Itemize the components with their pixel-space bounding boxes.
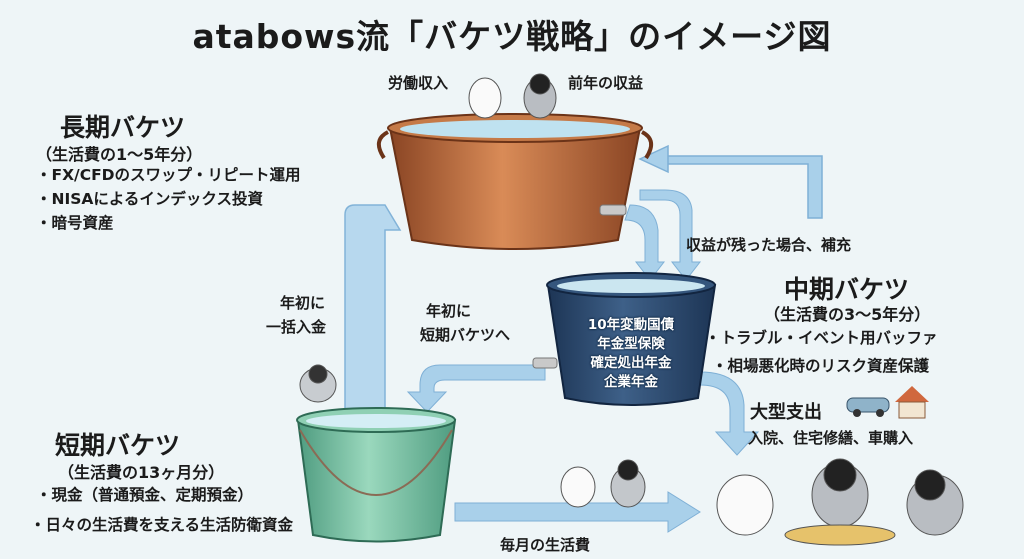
short-bucket-item: ・日々の生活費を支える生活防衛資金 xyxy=(30,516,294,534)
refill-arrow xyxy=(638,144,823,219)
long-bucket-item: ・NISAによるインデックス投資 xyxy=(36,190,263,208)
monthly-expense-label: 毎月の生活費 xyxy=(500,536,591,554)
short-bucket-heading: 短期バケツ xyxy=(55,431,181,460)
label-labor-income: 労働収入 xyxy=(388,74,449,92)
lump-sum-label: 年初に xyxy=(280,294,326,312)
lump-sum-label: 一括入金 xyxy=(266,318,327,336)
long-bucket-heading: 長期バケツ xyxy=(60,113,186,142)
mid-bucket-content: 年金型保険 xyxy=(597,336,665,352)
mid-bucket-item: ・相場悪化時のリスク資産保護 xyxy=(712,357,930,375)
faucet-icon xyxy=(599,204,627,216)
to-short-arrow xyxy=(406,364,546,413)
mid-bucket-item: ・トラブル・イベント用バッファ xyxy=(705,329,938,347)
bird-illustrations xyxy=(299,73,964,546)
copper-to-mid-stream xyxy=(624,204,666,281)
long-term-bucket xyxy=(376,113,654,250)
faucet-icon xyxy=(532,357,558,369)
refill-label: 収益が残った場合、補充 xyxy=(686,236,852,254)
mid-bucket-content: 10年変動国債 xyxy=(587,317,675,333)
long-bucket-subtitle: （生活費の1〜5年分） xyxy=(36,145,203,164)
label-prior-year-earnings: 前年の収益 xyxy=(568,74,644,92)
monthly-arrow xyxy=(454,491,701,533)
long-bucket-item: ・暗号資産 xyxy=(36,214,114,232)
mid-bucket-content: 確定処出年金 xyxy=(590,355,672,371)
long-bucket-item: ・FX/CFDのスワップ・リピート運用 xyxy=(36,166,301,184)
big-expense-heading: 大型支出 xyxy=(750,402,822,423)
mid-term-bucket xyxy=(532,272,717,406)
copper-to-mid-stream-2 xyxy=(639,189,702,281)
page-title: atabows流「バケツ戦略」のイメージ図 xyxy=(192,17,832,56)
house-icon xyxy=(895,386,929,419)
big-expense-arrow xyxy=(699,371,760,456)
to-short-label: 短期バケツへ xyxy=(420,326,511,344)
car-icon xyxy=(846,397,890,417)
mid-bucket-content: 企業年金 xyxy=(604,374,658,390)
big-expense-items: 入院、住宅修繕、車購入 xyxy=(748,429,914,447)
short-term-bucket xyxy=(296,407,457,543)
to-short-label: 年初に xyxy=(426,302,472,320)
short-bucket-subtitle: （生活費の13ヶ月分） xyxy=(58,463,225,482)
mid-bucket-subtitle: （生活費の3〜5年分） xyxy=(764,305,931,324)
mid-bucket-contents: 10年変動国債 年金型保険 確定処出年金 企業年金 xyxy=(572,316,690,392)
mid-bucket-heading: 中期バケツ xyxy=(784,275,910,304)
short-bucket-item: ・現金（普通預金、定期預金） xyxy=(36,486,254,504)
lump-sum-pipe xyxy=(344,204,402,431)
